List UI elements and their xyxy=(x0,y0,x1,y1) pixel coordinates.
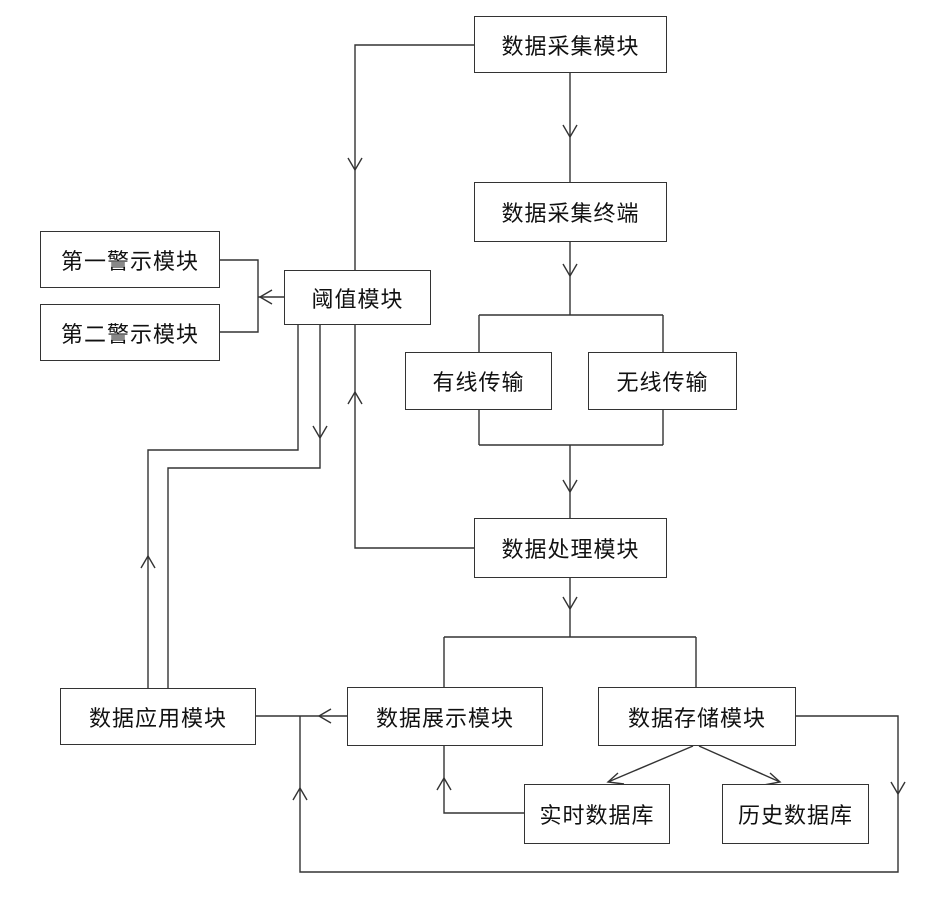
storage-module-node: 数据存储模块 xyxy=(598,687,796,746)
process-module-node: 数据处理模块 xyxy=(474,518,667,578)
history-db-node: 历史数据库 xyxy=(722,784,869,844)
wireless-transmission-node: 无线传输 xyxy=(588,352,737,410)
wired-transmission-node: 有线传输 xyxy=(405,352,552,410)
first-warning-node: 第一警示模块 xyxy=(40,231,220,288)
realtime-db-node: 实时数据库 xyxy=(524,784,670,844)
second-warning-node: 第二警示模块 xyxy=(40,304,220,361)
collect-module-node: 数据采集模块 xyxy=(474,16,667,73)
application-module-node: 数据应用模块 xyxy=(60,688,256,745)
collect-terminal-node: 数据采集终端 xyxy=(474,182,667,242)
threshold-node: 阈值模块 xyxy=(284,270,431,325)
display-module-node: 数据展示模块 xyxy=(347,687,543,746)
